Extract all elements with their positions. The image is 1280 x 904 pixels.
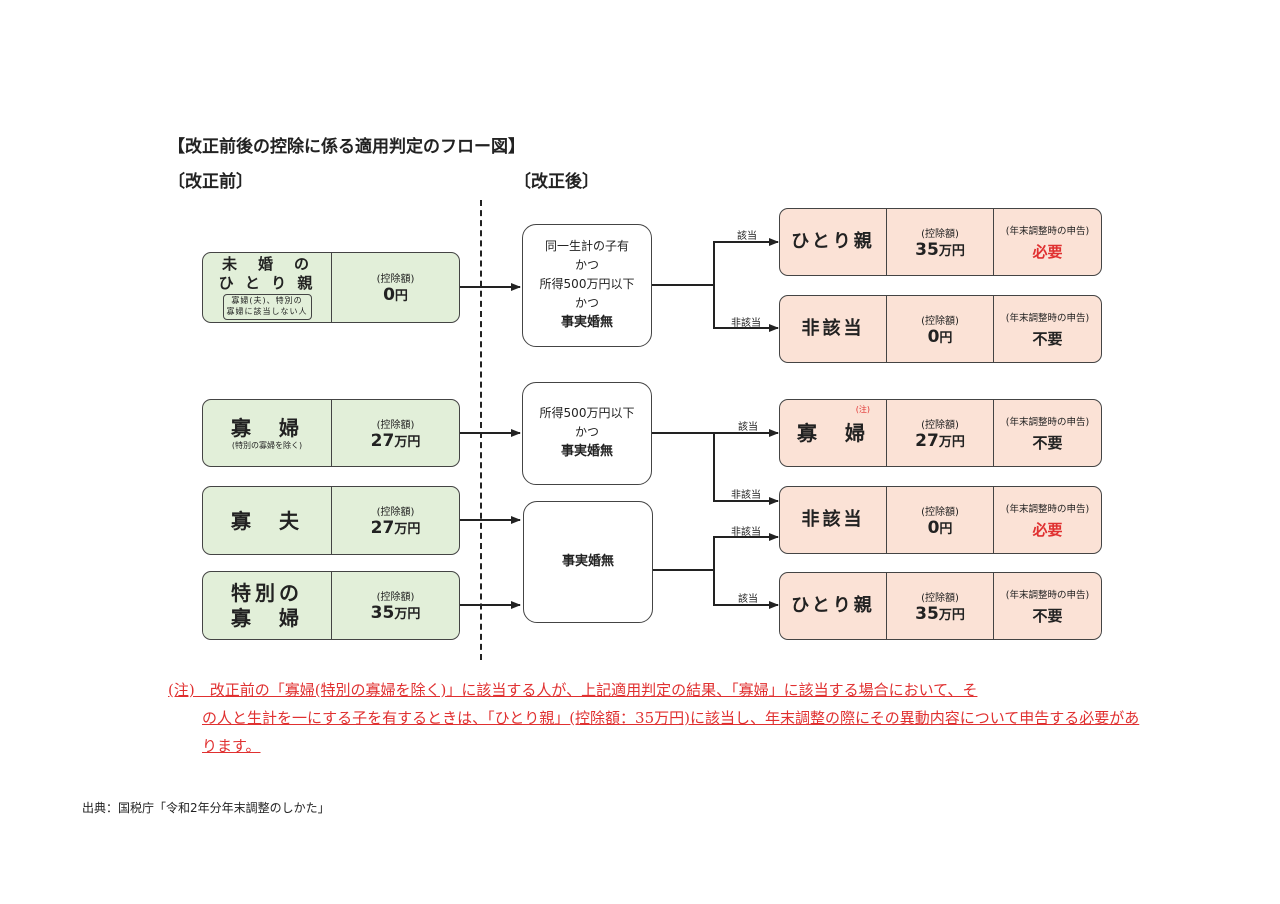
declaration-not-required: 不要 [1032,433,1063,452]
unmarried-line2: ひ と り 親 [218,273,316,292]
after-result-not-applicable-1: 非該当 (控除額) 0円 (年末調整時の申告) 不要 [779,295,1102,363]
deduction-amount: 35万円 [915,239,965,260]
footnote-rest: の人と生計を一にする子を有するときは、「ひとり親」(控除額：35万円)に該当し、… [202,709,1140,755]
edge-label-c3-yes: 該当 [738,594,758,605]
deduction-amount: 35万円 [370,603,421,623]
before-widower: 寡 夫 (控除額) 27万円 [202,486,460,555]
unmarried-condition-note: 寡婦(夫)、特別の 寡婦に該当しない人 [222,294,312,321]
special-widow-line1: 特別の [231,580,303,605]
deduction-amount: 27万円 [370,430,421,451]
result-name: 非該当 [801,508,865,530]
declaration-not-required: 不要 [1032,606,1063,625]
widower-name: 寡 夫 [231,508,303,533]
result-name: ひとり親 [791,230,875,252]
source-citation: 出典：国税庁「令和2年分年末調整のしかた」 [82,801,330,815]
before-widow: 寡 婦 (特別の寡婦を除く) (控除額) 27万円 [202,399,460,467]
deduction-amount: 27万円 [915,430,965,451]
result-name: ひとり親 [791,594,875,616]
result-name: 非該当 [801,317,865,339]
result-name: 寡 婦 [797,421,869,445]
edge-label-c2-no: 非該当 [731,490,761,501]
deduction-label: (控除額) [376,592,415,603]
declaration-required: 必要 [1032,520,1063,539]
edge-label-c2-yes: 該当 [738,422,758,433]
deduction-amount: 0円 [927,326,953,347]
deduction-amount: 35万円 [915,603,965,624]
deduction-amount: 0円 [927,517,953,538]
deduction-label: (控除額) [376,274,415,285]
deduction-label: (控除額) [376,419,415,431]
declaration-required: 必要 [1032,242,1063,261]
page-title: 【改正前後の控除に係る適用判定のフロー図】 [168,137,525,157]
condition-child-income-nomarriage: 同一生計の子有 かつ 所得500万円以下 かつ 事実婚無 [522,224,652,347]
before-unmarried-single-parent: 未 婚 の ひ と り 親 寡婦(夫)、特別の 寡婦に該当しない人 (控除額) … [202,252,460,323]
footnote-line1: (注) 改正前の「寡婦(特別の寡婦を除く)」に該当する人が、上記適用判定の結果、… [168,681,978,699]
deduction-amount: 27万円 [370,518,421,538]
condition-income-nomarriage: 所得500万円以下 かつ 事実婚無 [522,382,652,485]
edge-label-c3-no: 非該当 [731,527,761,538]
deduction-amount: 0円 [383,285,408,305]
widow-name: 寡 婦 [231,415,303,440]
after-heading: 〔改正後〕 [514,172,599,192]
footnote: (注) 改正前の「寡婦(特別の寡婦を除く)」に該当する人が、上記適用判定の結果、… [168,676,1143,760]
edge-label-c1-no: 非該当 [731,318,761,329]
before-special-widow: 特別の 寡 婦 (控除額) 35万円 [202,571,460,640]
widow-sub: (特別の寡婦を除く) [231,440,303,450]
before-after-divider [480,200,482,660]
after-result-not-applicable-2: 非該当 (控除額) 0円 (年末調整時の申告) 必要 [779,486,1102,554]
unmarried-line1: 未 婚 の [221,254,312,273]
deduction-label: (控除額) [376,507,415,518]
special-widow-line2: 寡 婦 [231,605,303,630]
before-heading: 〔改正前〕 [168,172,253,192]
declaration-not-required: 不要 [1032,329,1063,348]
edge-label-c1-yes: 該当 [737,231,757,242]
after-result-single-parent-1: ひとり親 (控除額) 35万円 (年末調整時の申告) 必要 [779,208,1102,276]
after-result-widow: (注) 寡 婦 (控除額) 27万円 (年末調整時の申告) 不要 [779,399,1102,467]
condition-nomarriage: 事実婚無 [523,501,653,623]
after-result-single-parent-2: ひとり親 (控除額) 35万円 (年末調整時の申告) 不要 [779,572,1102,640]
note-mark: (注) [855,405,870,414]
